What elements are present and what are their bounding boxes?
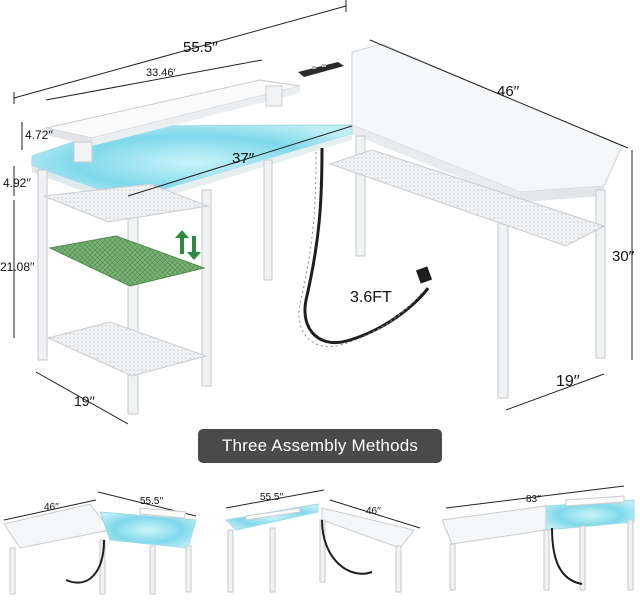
- upper-shelf: [43, 183, 210, 223]
- method-2-depth: 46′′: [366, 506, 381, 517]
- adjust-arrows-icon: [175, 230, 201, 260]
- right-storage-shelf: [328, 149, 606, 247]
- dim-left-depth: 19′′: [74, 393, 95, 409]
- assembly-method-2: 55.5′′ 46′′: [224, 489, 421, 593]
- bottom-shelf: [46, 321, 208, 377]
- assembly-method-3: 83′′: [441, 485, 635, 591]
- power-strip: [298, 62, 344, 77]
- method-1-width: 55.5′′: [140, 496, 163, 507]
- method-3-width: 83′′: [526, 494, 541, 505]
- monitor-shelf: [45, 79, 301, 163]
- dim-shelf-width: 33.46′: [146, 67, 176, 79]
- dim-desk-height: 30′′: [612, 248, 634, 265]
- assembly-methods-banner: Three Assembly Methods: [198, 429, 442, 463]
- dim-right-width: 19′′: [556, 373, 580, 390]
- dim-overall-width: 55.5′′: [183, 39, 218, 56]
- power-cable: [298, 147, 433, 348]
- dim-upper-gap: 4.92′′: [3, 176, 32, 190]
- method-2-width: 55.5′′: [260, 492, 283, 503]
- dim-left-width: 37′′: [232, 150, 254, 167]
- cable-length-label: 3.6FT: [350, 289, 392, 306]
- desk-legs: [37, 135, 606, 415]
- assembly-method-1: 46′′ 55.5′′: [3, 491, 197, 595]
- dim-shelf-height: 4.72′′: [25, 128, 54, 142]
- dimension-lines: [13, 0, 633, 425]
- adjustable-green-shelf: [48, 235, 206, 287]
- dim-side-height: 21.08′′: [0, 260, 35, 274]
- main-desk: [31, 43, 623, 415]
- dim-right-depth: 46′′: [497, 83, 519, 100]
- method-1-depth: 46′′: [44, 502, 59, 513]
